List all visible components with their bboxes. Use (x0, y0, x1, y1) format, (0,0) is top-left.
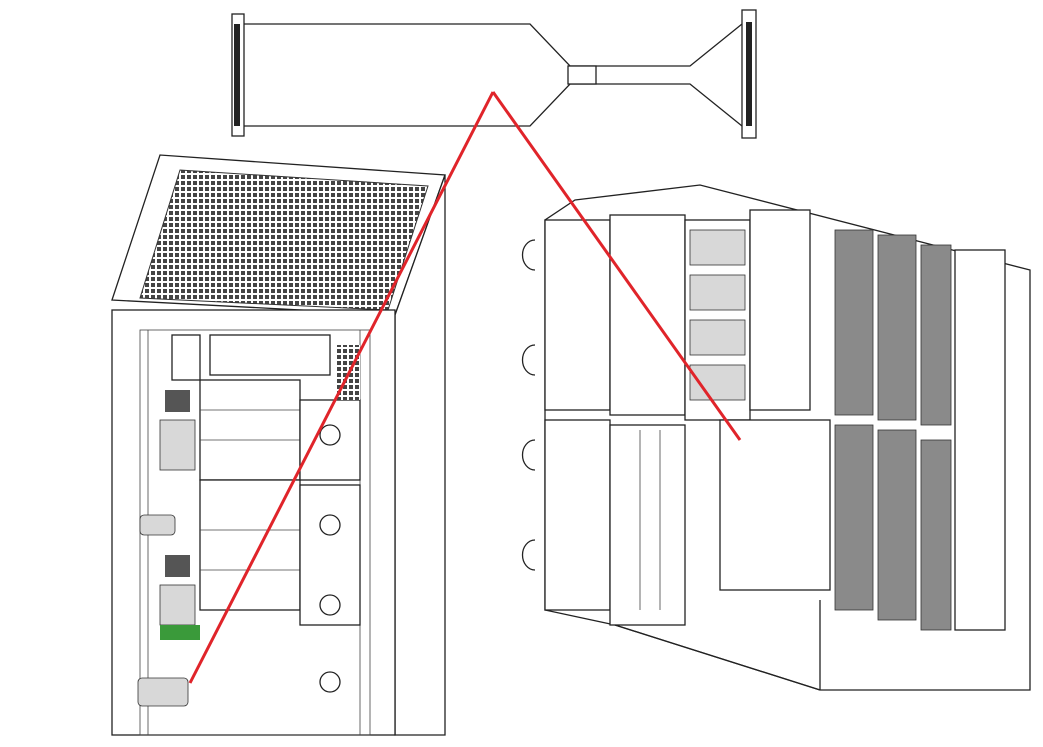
callout-line-module (491, 91, 742, 441)
cartridge-slot-arrays (834, 229, 952, 631)
lower-side-panel (544, 419, 611, 611)
cabinet-vent-grille (139, 169, 429, 311)
callout-lines (188, 91, 742, 684)
ribbon-cable (231, 9, 757, 139)
upper-side-panel (544, 219, 611, 411)
cabinet-drive-modules (137, 334, 361, 707)
cable-left-connector-body (234, 24, 240, 126)
cable-connector-plug (137, 677, 189, 707)
callout-line-cabinet (188, 91, 495, 684)
library-module (521, 184, 1031, 691)
rack-cabinet (111, 154, 446, 736)
cable-ferrite (567, 65, 597, 85)
cable-outline (244, 23, 743, 127)
